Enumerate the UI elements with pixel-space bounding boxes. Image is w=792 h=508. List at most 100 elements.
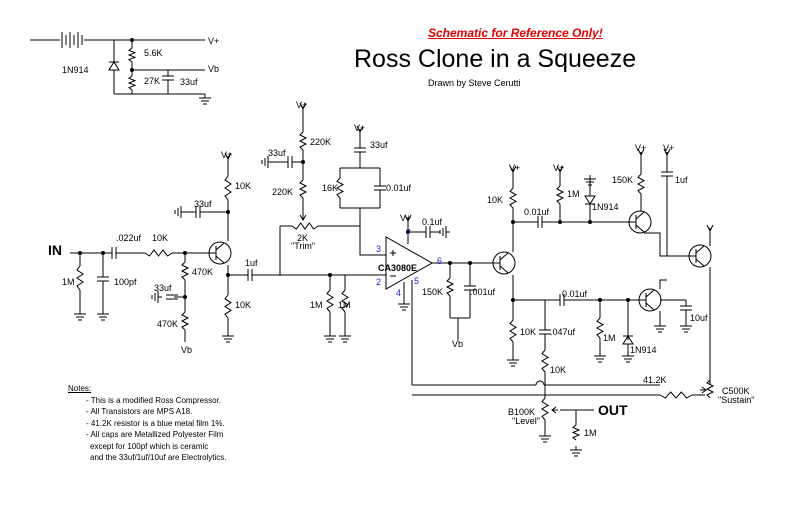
- capacitor-symbol: [166, 294, 178, 300]
- ota-vb-label: Vb: [452, 339, 464, 349]
- ground-symbol: [222, 332, 234, 343]
- trim-cap-label: 33uf: [268, 148, 286, 158]
- s2-vplus-d-label: V+: [663, 143, 675, 153]
- ground-symbol: [174, 206, 185, 218]
- transistor-symbol: [210, 242, 225, 264]
- resistor-symbol: [144, 249, 173, 257]
- stage1-bias-cap-label: 33uf: [154, 283, 172, 293]
- potentiometer-wiper: [700, 386, 707, 394]
- s2-r-c-label: 10K: [550, 365, 567, 375]
- ground-symbol: [398, 300, 410, 311]
- vplus-arrow: [663, 148, 671, 158]
- vplus-arrow: [356, 125, 364, 135]
- stage1-bias-top-label: 470K: [192, 267, 214, 277]
- resistor-symbol: [224, 175, 232, 201]
- notes-heading: Notes:: [68, 384, 92, 393]
- s2-vplus-a-label: V+: [509, 163, 521, 173]
- transistor-symbol: [640, 289, 655, 311]
- vplus-arrow: [706, 224, 714, 234]
- ground-symbol: [570, 446, 582, 457]
- ota-pin3: 3: [376, 244, 382, 254]
- ota-1m-b-label: 1M: [338, 300, 351, 310]
- transistor-symbol: [494, 252, 509, 274]
- resistor-symbol: [180, 261, 190, 281]
- vplus-arrow: [299, 102, 307, 112]
- level-pot-label: B100K: [508, 407, 536, 417]
- level-pot-name: "Level": [512, 416, 540, 426]
- trim-pot-name: "Trim": [291, 241, 316, 251]
- s2-vplus-b-label: V+: [553, 163, 565, 173]
- feedback-res-label: 41.2K: [643, 375, 667, 385]
- ground-symbol: [324, 332, 336, 343]
- ota-vplus-label: V+: [354, 123, 366, 133]
- power-r-top-label: 5.6K: [144, 48, 163, 58]
- output-label: OUT: [598, 402, 628, 418]
- potentiometer-wiper: [299, 212, 307, 221]
- sustain-pot-label: C500K: [722, 386, 750, 396]
- transistor-symbol: [688, 244, 712, 268]
- wire: [644, 232, 690, 257]
- vplus-arrow: [404, 214, 412, 224]
- ground-symbol: [539, 432, 551, 443]
- s2-c01a-label: 0.01uf: [524, 207, 550, 217]
- ground-symbol: [261, 156, 272, 168]
- transistor-symbol: [628, 210, 652, 234]
- input-label: IN: [48, 242, 62, 258]
- sustain-pot-name: "Sustain": [718, 395, 755, 405]
- s2-diode-a-label: 1N914: [592, 202, 619, 212]
- power-diode-label: 1N914: [62, 65, 89, 75]
- capacitor-symbol: [425, 226, 431, 238]
- capacitor-symbol: [162, 75, 174, 81]
- ota-33uf-label: 33uf: [370, 140, 388, 150]
- resistor-symbol: [76, 265, 84, 291]
- diode-symbol: [108, 61, 120, 71]
- resistor-symbol: [595, 317, 605, 339]
- ota-symbol: [385, 236, 434, 290]
- s2-1uf-label: 1uf: [675, 175, 688, 185]
- power-r-bot-label: 27K: [144, 76, 161, 86]
- transistor-symbol: [208, 241, 232, 265]
- battery-symbol: [61, 32, 83, 48]
- ground-symbol: [97, 310, 109, 321]
- capacitor-symbol: [537, 216, 543, 228]
- ota-1m-a-label: 1M: [310, 300, 323, 310]
- ground-symbol: [339, 332, 351, 343]
- ground-symbol: [594, 352, 606, 363]
- resistor-symbol: [298, 179, 308, 199]
- power-vplus-label: V+: [208, 36, 220, 46]
- ota-001-label: 0.01uf: [386, 183, 412, 193]
- resistor-symbol: [326, 289, 334, 313]
- wire: [659, 279, 667, 289]
- s2-10uf-label: 10uf: [690, 313, 708, 323]
- resistor-symbol: [335, 177, 345, 199]
- ota-bypass-label: 0.1uf: [422, 217, 443, 227]
- resistor-symbol: [541, 397, 549, 421]
- vplus-arrow: [509, 165, 517, 175]
- stage1-re-label: 10K: [235, 300, 252, 310]
- s2-r-b-label: 10K: [520, 327, 537, 337]
- ground-symbol: [654, 322, 666, 333]
- ground-symbol: [74, 310, 86, 321]
- transistor-symbol: [492, 251, 516, 275]
- capacitor-symbol: [374, 185, 386, 191]
- ground-symbol: [584, 175, 596, 186]
- ota-bias-vplus-label: V+: [400, 213, 412, 223]
- note-item: - This is a modified Ross Compressor.: [86, 395, 222, 405]
- vplus-arrow: [637, 148, 645, 158]
- ota-pin4: 4: [396, 288, 402, 298]
- ota-part-label: CA3080E: [378, 263, 418, 273]
- ground-symbol: [622, 352, 634, 363]
- ota-pin7: 7: [406, 228, 412, 238]
- note-item: - All Transistors are MPS A18.: [86, 407, 193, 416]
- resistor-symbol: [541, 349, 549, 373]
- s2-1m-a-label: 1M: [567, 189, 580, 199]
- stage1-cout-label: 1uf: [245, 258, 258, 268]
- trim-vplus-label: V+: [296, 100, 308, 110]
- wire-crossover: [535, 380, 545, 386]
- s2-150k-label: 150K: [612, 175, 634, 185]
- capacitor-symbol: [680, 305, 692, 311]
- ground-symbol: [680, 322, 692, 333]
- capacitor-symbol: [247, 269, 253, 281]
- capacitor-symbol: [111, 247, 117, 259]
